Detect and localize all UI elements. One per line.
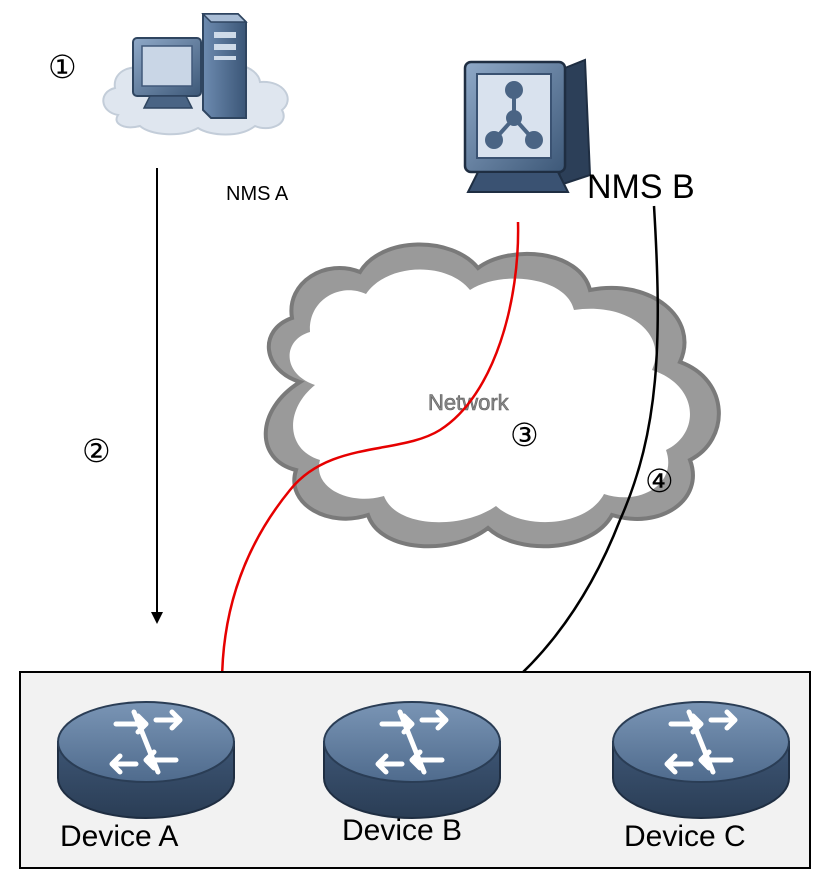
- router-arrows-icon: [109, 709, 183, 775]
- nms-a-label: NMS A: [226, 183, 289, 205]
- network-cloud: [263, 242, 721, 549]
- device-b-router: [323, 701, 501, 819]
- router-arrows-icon: [664, 709, 738, 775]
- device-c-router: [612, 701, 790, 819]
- step-1-badge: ①: [48, 48, 77, 86]
- device-a-router: [57, 701, 235, 819]
- nms-b-icon: [463, 58, 592, 193]
- topology-icon: [485, 81, 543, 149]
- step-4-badge: ④: [645, 462, 674, 500]
- step-2-badge: ②: [82, 432, 111, 470]
- device-b-label: Device B: [342, 814, 462, 847]
- nms-a-tower: [201, 13, 248, 119]
- nms-a-screen: [141, 45, 193, 87]
- nms-b-to-device-a-path: [216, 221, 520, 686]
- router-arrows-icon: [375, 709, 449, 775]
- device-c-label: Device C: [624, 820, 746, 853]
- step-3-badge: ③: [510, 416, 539, 454]
- nms-a-icon: [102, 13, 289, 136]
- device-a-label: Device A: [60, 820, 178, 853]
- nms-b-label: NMS B: [587, 168, 695, 206]
